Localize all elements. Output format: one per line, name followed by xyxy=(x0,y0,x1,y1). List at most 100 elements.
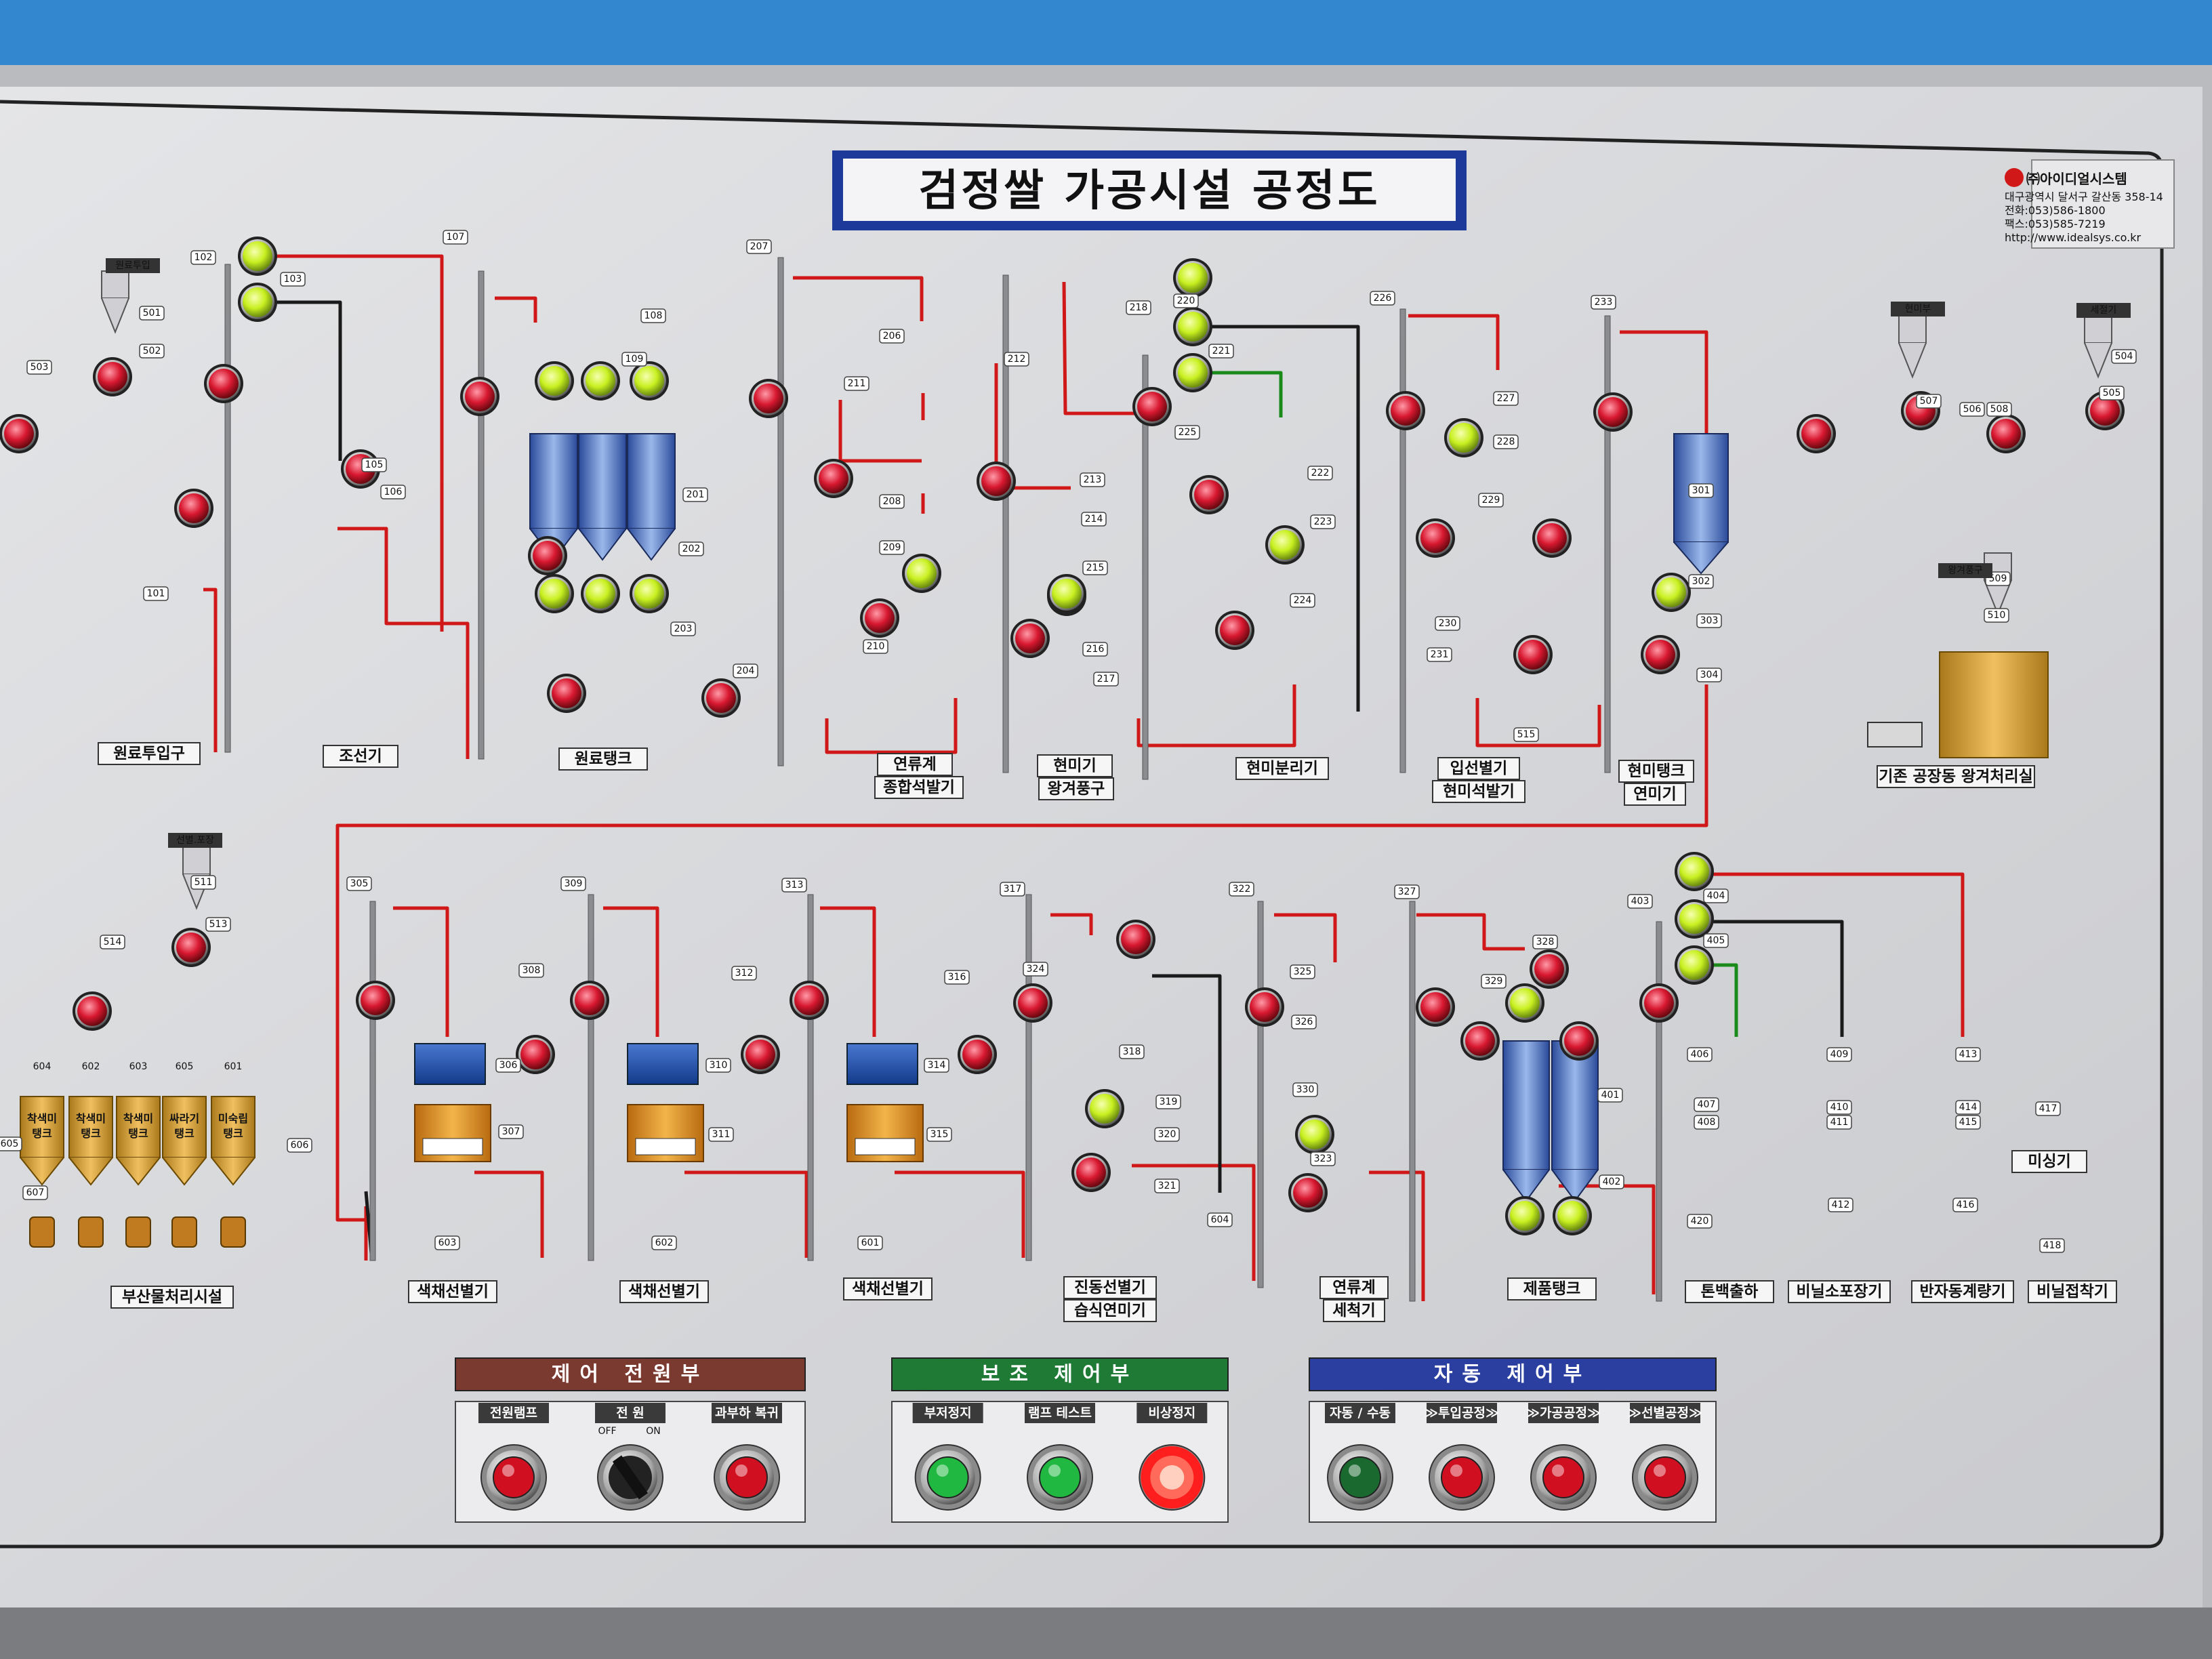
title-box: 검정쌀 가공시설 공정도 xyxy=(832,150,1467,230)
equipment-number-tag: 413 xyxy=(1955,1047,1981,1062)
equipment-number: 108 xyxy=(644,310,663,321)
equipment-number-tag: 515 xyxy=(1513,727,1539,742)
control-push-red-button[interactable]: ≫선별공정≫ xyxy=(1628,1403,1702,1511)
control-emergency-button[interactable]: 비상정지 xyxy=(1136,1403,1208,1511)
red-lamp xyxy=(1460,1021,1500,1061)
equipment-number-tag: 514 xyxy=(100,935,125,949)
equipment-number-tag: 233 xyxy=(1591,295,1616,310)
svg-text:현미석발기: 현미석발기 xyxy=(1443,783,1515,800)
red-lamp xyxy=(1013,983,1052,1023)
equipment-number-tag: 226 xyxy=(1370,291,1395,306)
control-push-green-dark-button[interactable]: 자동 / 수동 xyxy=(1325,1403,1395,1511)
flow-line xyxy=(393,906,449,1037)
control-button-label: ≫가공공정≫ xyxy=(1526,1406,1601,1420)
label-color-sorter-2: 색채선별기 xyxy=(619,1280,709,1303)
equipment-number-tag: 601 xyxy=(857,1235,883,1250)
equipment-number: 405 xyxy=(1707,935,1725,946)
red-lamp xyxy=(1189,475,1229,514)
control-push-green-button[interactable]: 램프 테스트 xyxy=(1025,1403,1095,1511)
equipment-number: 329 xyxy=(1485,976,1503,987)
flow-line xyxy=(1132,1164,1256,1281)
equipment-number: 330 xyxy=(1296,1084,1315,1095)
red-lamp xyxy=(1416,518,1455,558)
control-push-red-button[interactable]: ≫투입공정≫ xyxy=(1425,1403,1499,1511)
equipment-number: 105 xyxy=(365,459,384,470)
flow-line xyxy=(1136,684,1296,747)
equipment-number: 103 xyxy=(284,274,302,285)
color-sorter-unit xyxy=(846,1043,924,1162)
label-brown-separator: 현미분리기 xyxy=(1235,757,1329,780)
flow-line xyxy=(1152,974,1222,1193)
equipment-number-tag: 415 xyxy=(1955,1115,1981,1130)
control-lamp-red-button[interactable]: 전원램프 xyxy=(478,1403,549,1511)
equipment-number-tag: 317 xyxy=(1000,882,1025,897)
red-lamp xyxy=(516,1035,555,1074)
equipment-number-tag: 203 xyxy=(670,621,696,636)
equipment-number: 403 xyxy=(1631,896,1650,907)
red-lamp xyxy=(93,357,132,396)
byproduct-tank-label: 착색미 xyxy=(76,1112,106,1125)
green-lamp xyxy=(1652,573,1691,612)
byproduct-tank-number: 603 xyxy=(129,1061,148,1072)
equipment-number: 407 xyxy=(1698,1099,1716,1110)
equipment-number-tag: 604 xyxy=(1207,1212,1233,1227)
equipment-number: 420 xyxy=(1691,1216,1709,1227)
control-push-red-button[interactable]: ≫가공공정≫ xyxy=(1526,1403,1601,1511)
byproduct-tank-label: 미숙립 xyxy=(218,1112,248,1125)
equipment-number: 414 xyxy=(1959,1102,1978,1113)
page-title: 검정쌀 가공시설 공정도 xyxy=(918,166,1380,216)
label-byproduct: 부산물처리시설 xyxy=(110,1286,234,1309)
svg-text:현미부: 현미부 xyxy=(1905,304,1931,314)
equipment-number-tag: 307 xyxy=(498,1124,524,1139)
small-label-raw-input: 원료투입 xyxy=(106,258,160,273)
equipment-number-tag: 506 xyxy=(1959,402,1985,417)
equipment-number-tag: 305 xyxy=(346,876,372,891)
label-husk-room: 기존 공장동 왕겨처리실 xyxy=(1877,765,2035,788)
equipment-number-tag: 412 xyxy=(1828,1197,1853,1212)
equipment-number-tag: 314 xyxy=(924,1058,949,1073)
bucket-elevator xyxy=(1656,921,1662,1302)
red-lamp xyxy=(1513,635,1553,674)
cyclone-icon xyxy=(2084,315,2112,379)
svg-text:미싱기: 미싱기 xyxy=(2028,1153,2070,1170)
equipment-number-tag: 404 xyxy=(1703,888,1729,903)
control-button-label: 비상정지 xyxy=(1148,1406,1195,1420)
equipment-number-tag: 505 xyxy=(2099,386,2125,401)
green-lamp xyxy=(1505,1196,1544,1235)
equipment-number: 211 xyxy=(848,378,866,389)
equipment-number: 224 xyxy=(1294,595,1312,606)
control-push-green-button[interactable]: 부저정지 xyxy=(912,1403,983,1511)
green-lamp xyxy=(1553,1196,1592,1235)
label-husk-fan: 왕겨풍구 xyxy=(1038,777,1114,800)
control-section-title: 제어 전원부 xyxy=(552,1363,709,1387)
control-push-red-button[interactable]: 과부하 복귀 xyxy=(712,1403,782,1511)
green-lamp xyxy=(535,574,574,613)
equipment-number-tag: 407 xyxy=(1694,1097,1719,1112)
equipment-number-tag: 223 xyxy=(1310,514,1336,529)
equipment-number: 206 xyxy=(883,331,901,342)
equipment-number: 102 xyxy=(194,252,213,263)
equipment-number: 510 xyxy=(1988,610,2006,621)
bucket-elevator xyxy=(807,894,814,1261)
product-tank-2 xyxy=(1551,1040,1599,1202)
red-lamp xyxy=(1116,920,1155,959)
flow-line xyxy=(793,276,924,321)
byproduct-tank-number: 604 xyxy=(33,1061,52,1072)
svg-text:색채선별기: 색채선별기 xyxy=(628,1283,700,1300)
flow-line xyxy=(1050,913,1093,935)
label-brown-rice-1: 현미기 xyxy=(1037,754,1113,777)
label-pre-cleaner: 조선기 xyxy=(323,745,398,768)
equipment-number-tag: 210 xyxy=(863,639,888,654)
brown-rice-tank xyxy=(1673,433,1729,575)
equipment-number: 418 xyxy=(2043,1240,2062,1251)
product-tank-1 xyxy=(1502,1040,1550,1202)
bucket-elevator xyxy=(1604,315,1611,773)
red-lamp xyxy=(790,981,829,1020)
equipment-number-tag: 409 xyxy=(1826,1047,1852,1062)
equipment-number: 208 xyxy=(883,496,901,507)
control-button-label: 과부하 복귀 xyxy=(715,1406,779,1420)
svg-text:반자동계량기: 반자동계량기 xyxy=(1920,1283,2006,1300)
svg-text:조선기: 조선기 xyxy=(339,747,382,765)
label-color-sorter-3: 색채선별기 xyxy=(843,1277,933,1300)
